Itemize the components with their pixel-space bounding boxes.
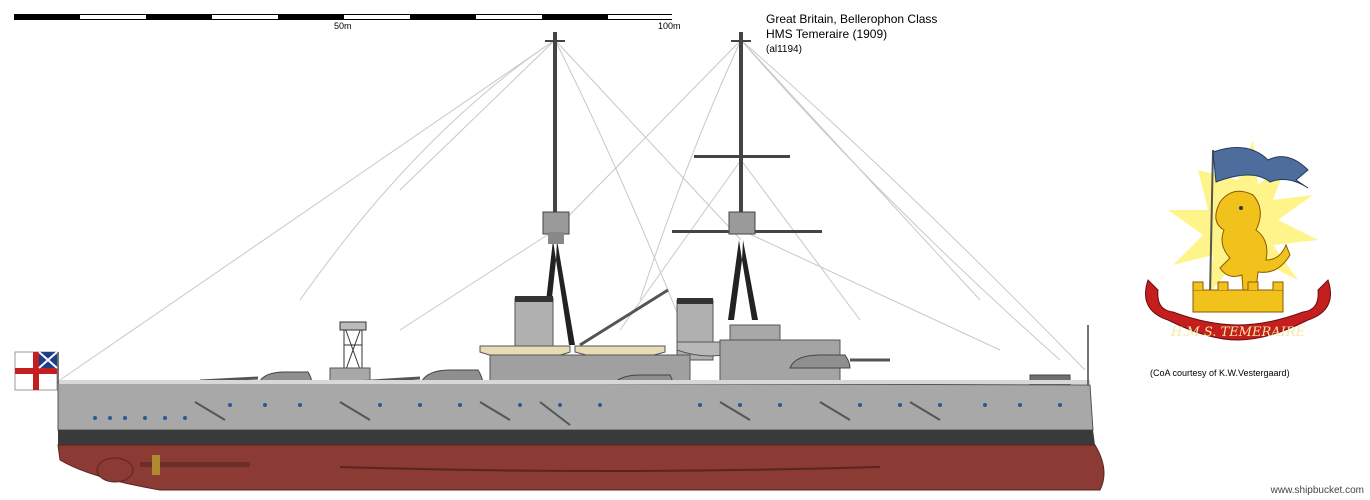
scale-segment — [344, 14, 410, 20]
mainmast — [672, 32, 822, 320]
drawing-id: (al1194) — [766, 44, 802, 55]
coa-lion — [1215, 190, 1291, 291]
coat-of-arms: H.M.S. TEMERAIRE — [1145, 140, 1331, 341]
net-booms — [194, 401, 941, 426]
boot-topping — [58, 430, 1095, 445]
scale-label-100m: 100m — [658, 21, 681, 31]
coa-credit: (CoA courtesy of K.W.Vestergaard) — [1150, 368, 1290, 378]
scale-segment — [476, 14, 542, 20]
scale-bar — [14, 14, 672, 20]
ship-class-title: Great Britain, Bellerophon Class — [766, 12, 938, 26]
scale-segment — [14, 14, 80, 20]
propeller — [152, 455, 160, 475]
white-ensign-flag — [14, 351, 58, 391]
coa-motto-text: H.M.S. TEMERAIRE — [1170, 325, 1306, 340]
rigging-lines — [59, 39, 1086, 381]
title-block: Great Britain, Bellerophon Class HMS Tem… — [766, 12, 937, 57]
scale-segment — [146, 14, 212, 20]
hull-upper — [57, 381, 1094, 431]
boat-boom — [579, 288, 669, 347]
ship-name-title: HMS Temeraire (1909) — [766, 27, 888, 41]
scale-segment — [608, 14, 672, 20]
scale-label-50m: 50m — [334, 21, 352, 31]
rudder — [96, 457, 134, 483]
scale-segment — [80, 14, 146, 20]
scale-segment — [542, 14, 608, 20]
scale-segment — [278, 14, 344, 20]
watermark: www.shipbucket.com — [1270, 485, 1364, 496]
deck-rail — [58, 380, 1090, 384]
hull-lower — [57, 444, 1105, 491]
forward-signal-tower — [339, 321, 367, 376]
coa-motto-scroll: H.M.S. TEMERAIRE — [1145, 279, 1331, 341]
coa-castle — [1192, 281, 1284, 313]
portholes — [93, 403, 1062, 420]
scale-segment — [410, 14, 476, 20]
propeller-shaft — [140, 462, 250, 467]
bilge-keel — [339, 466, 881, 472]
scale-segment — [212, 14, 278, 20]
coa-banner-flag — [1209, 147, 1309, 296]
